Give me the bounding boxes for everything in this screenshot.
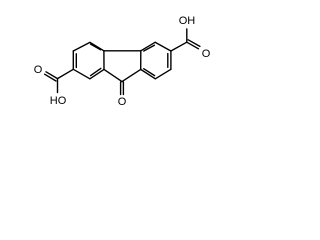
- double-bond-inner-l1-l2: [89, 43, 102, 51]
- left-acid-carbonyl-oxygen-label: O: [34, 64, 43, 76]
- bond-r1-r2: [140, 41, 156, 52]
- right-carboxylic-acid: OH O: [170, 15, 211, 60]
- ketone-group: O: [118, 81, 127, 108]
- bond-r2-r3: [154, 41, 172, 52]
- right-acid-carbonyl-oxygen-label: O: [202, 48, 211, 60]
- left-carboxylic-acid: HO O: [34, 64, 75, 107]
- left-acid-hydroxyl-label: HO: [50, 95, 67, 107]
- right-acid-carbonyl-bond-b: [187, 39, 201, 48]
- bond-r4-r5: [154, 68, 172, 80]
- bond-l2-l3: [72, 41, 91, 52]
- double-bond-inner-r5-r6: [142, 67, 156, 77]
- left-benzene-ring: [72, 41, 105, 80]
- bond-ring-to-ketone-right: [121, 68, 142, 83]
- fluorenone-dicarboxylic-acid-structure: O HO O OH O: [34, 15, 211, 108]
- bond-ring-to-right-acid-carbon: [170, 41, 188, 52]
- left-acid-carbonyl-bond-b: [43, 73, 57, 82]
- left-acid-carbonyl-bond-a: [45, 71, 59, 80]
- double-bond-inner-r1-r2: [143, 44, 156, 52]
- right-acid-carbonyl-bond-a: [186, 41, 200, 50]
- ketone-oxygen-label: O: [118, 96, 127, 108]
- double-bond-inner-l5-l6: [89, 67, 102, 77]
- bond-l1-l2: [89, 41, 105, 52]
- right-benzene-ring: [139, 41, 172, 80]
- bond-l5-l6: [89, 68, 105, 80]
- bond-ring-to-ketone-left: [103, 68, 123, 83]
- bond-r5-r6: [139, 68, 157, 80]
- five-membered-ring: [103, 50, 142, 83]
- bond-ring-to-left-acid-carbon: [56, 68, 75, 80]
- right-acid-hydroxyl-label: OH: [179, 15, 196, 27]
- bond-l4-l5: [72, 68, 91, 80]
